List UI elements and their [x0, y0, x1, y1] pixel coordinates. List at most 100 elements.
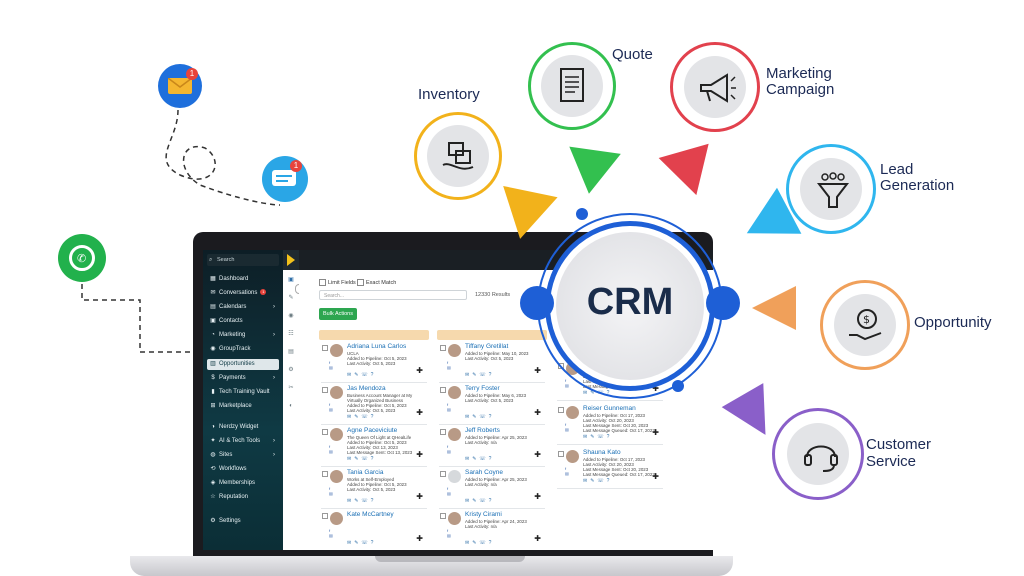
add-icon[interactable]: ✚ — [416, 450, 423, 459]
contact-name[interactable]: Agne Paceviciute — [347, 427, 398, 434]
sidebar-item-sites[interactable]: ◍Sites› — [207, 450, 279, 461]
contact-name[interactable]: Adriana Luna Carlos — [347, 343, 407, 350]
card-action-icons[interactable]: ✉✎☏? — [347, 456, 377, 462]
search-icon: ⌕ — [209, 257, 213, 263]
contact-name[interactable]: Kate McCartney — [347, 511, 394, 518]
sidebar-item-tech-training-vault[interactable]: ▮Tech Training Vault — [207, 387, 279, 398]
calendar-icon: ▤ — [210, 304, 216, 310]
card-action-icons[interactable]: ✉✎☏? — [465, 372, 495, 378]
sidebar-item-memberships[interactable]: ◈Memberships — [207, 478, 279, 489]
card-checkbox[interactable] — [322, 387, 328, 393]
card-checkbox[interactable] — [322, 471, 328, 477]
card-action-icons[interactable]: ✉✎☏? — [347, 498, 377, 504]
sidebar-item-payments[interactable]: $Payments› — [207, 373, 279, 384]
rail-icon[interactable]: ◐ — [289, 403, 293, 409]
card-detail: Last Activity: Oct 5, 2023 — [347, 487, 396, 492]
sidebar-item-dashboard[interactable]: ▦Dashboard — [207, 274, 279, 285]
card-checkbox[interactable] — [322, 513, 328, 519]
contact-name[interactable]: Tiffany Gretillat — [465, 343, 509, 350]
rail-icon[interactable]: ✎ — [288, 295, 294, 301]
contact-name[interactable]: Kristy Cirami — [465, 511, 502, 518]
sidebar-item-nerdzy-widget[interactable]: ◑Nerdzy Widget — [207, 422, 279, 433]
sidebar-item-marketing[interactable]: ◔Marketing› — [207, 330, 279, 341]
sidebar-item-reputation[interactable]: ☆Reputation — [207, 492, 279, 503]
rail-icon[interactable]: ▤ — [288, 349, 294, 355]
contact-name[interactable]: Jas Mendoza — [347, 385, 386, 392]
card-action-icons[interactable]: ✉✎☏? — [465, 456, 495, 462]
bulk-actions-button[interactable]: Bulk Actions — [319, 308, 357, 320]
card-action-icons[interactable]: ✉✎☏? — [347, 414, 377, 420]
vault-icon: ▮ — [211, 389, 215, 395]
sidebar-item-contacts[interactable]: ▣Contacts — [207, 316, 279, 327]
sidebar-item-grouptrack[interactable]: ◉GroupTrack — [207, 344, 279, 355]
card-checkbox[interactable] — [440, 513, 446, 519]
card-checkbox[interactable] — [322, 345, 328, 351]
card-detail: The Queen Of Light at QHealLife — [347, 435, 412, 440]
card-checkbox[interactable] — [440, 471, 446, 477]
card-checkbox[interactable] — [558, 451, 564, 457]
add-icon[interactable]: ✚ — [534, 534, 541, 543]
card-detail: Added to Pipeline: Oct 5, 2023 — [347, 403, 407, 408]
sidebar-item-workflows[interactable]: ⟲Workflows — [207, 464, 279, 475]
card-action-icons[interactable]: ✉✎☏? — [465, 498, 495, 504]
rail-icon[interactable]: ⚙ — [288, 367, 294, 373]
results-count: 12330 Results — [475, 292, 511, 298]
chevron-right-icon: › — [273, 438, 275, 444]
card-action-icons[interactable]: ✉✎☏? — [347, 372, 377, 378]
contact-name[interactable]: Tania Garcia — [347, 469, 384, 476]
add-icon[interactable]: ✚ — [652, 428, 659, 437]
sidebar-item-calendars[interactable]: ▤Calendars› — [207, 302, 279, 313]
contact-name[interactable]: Sarah Coyne — [465, 469, 503, 476]
add-icon[interactable]: ✚ — [534, 366, 541, 375]
card-checkbox[interactable] — [440, 429, 446, 435]
add-icon[interactable]: ✚ — [416, 408, 423, 417]
search-input[interactable]: Search... — [319, 290, 467, 300]
card-action-icons[interactable]: ✉✎☏? — [583, 434, 613, 440]
limit-fields-checkbox[interactable]: Limit Fields — [319, 279, 356, 286]
card-action-icons[interactable]: ✉✎☏? — [347, 540, 377, 546]
sidebar-item-ai-tech-tools[interactable]: ✦AI & Tech Tools› — [207, 436, 279, 447]
card-action-icons[interactable]: ✉✎☏? — [583, 478, 613, 484]
add-icon[interactable]: ✚ — [534, 492, 541, 501]
card-checkbox[interactable] — [558, 407, 564, 413]
contact-name[interactable]: Terry Foster — [465, 385, 500, 392]
social-icons: f▤ — [329, 528, 333, 538]
card-checkbox[interactable] — [440, 387, 446, 393]
card-action-icons[interactable]: ✉✎☏? — [465, 414, 495, 420]
card-detail: Last Message Sent: Oct 20, 2023 — [583, 423, 649, 428]
exact-match-checkbox[interactable]: Exact Match — [357, 279, 396, 286]
opportunity-card[interactable]: f▤ Kate McCartney ✉✎☏? ✚ — [321, 510, 427, 550]
add-icon[interactable]: ✚ — [652, 472, 659, 481]
add-icon[interactable]: ✚ — [534, 450, 541, 459]
rail-icon[interactable]: ▣ — [288, 277, 294, 283]
sidebar-search[interactable]: ⌕ Search — [207, 254, 279, 266]
add-icon[interactable]: ✚ — [416, 366, 423, 375]
rail-icon[interactable]: ◉ — [288, 313, 294, 319]
sidebar-item-marketplace[interactable]: ⊞Marketplace — [207, 401, 279, 412]
contact-name[interactable]: Jeff Roberts — [465, 427, 500, 434]
sidebar-item-settings[interactable]: ⚙Settings — [207, 516, 279, 527]
rail-icon[interactable]: ✂ — [288, 385, 294, 391]
add-icon[interactable]: ✚ — [534, 408, 541, 417]
card-checkbox[interactable] — [440, 345, 446, 351]
card-checkbox[interactable] — [322, 429, 328, 435]
rail-icon[interactable]: ☷ — [288, 331, 294, 337]
card-action-icons[interactable]: ✉✎☏? — [465, 540, 495, 546]
add-icon[interactable]: ✚ — [416, 534, 423, 543]
contact-name[interactable]: Reiser Gunneman — [583, 405, 636, 412]
sidebar-item-opportunities[interactable]: ▥Opportunities — [207, 359, 279, 370]
add-icon[interactable]: ✚ — [416, 492, 423, 501]
contact-name[interactable]: Shauna Kato — [583, 449, 621, 456]
